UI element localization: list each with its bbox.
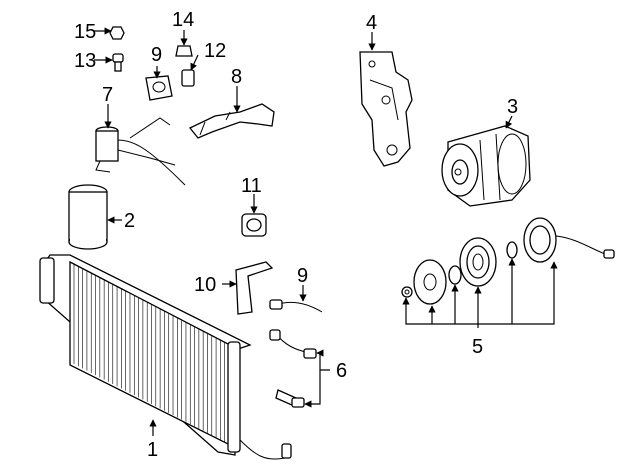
receiver-drier [68, 184, 108, 250]
small-fittings [109, 26, 195, 101]
condenser-fins [73, 264, 225, 442]
callout-3: 3 [507, 96, 518, 118]
callout-15: 15 [74, 21, 96, 43]
callout-13: 13 [74, 50, 96, 72]
callout-11: 11 [241, 175, 262, 197]
condenser [39, 254, 292, 460]
callout-8: 8 [231, 66, 242, 88]
clutch-assembly [401, 217, 615, 305]
callout-10: 10 [194, 274, 216, 296]
grommet [241, 213, 267, 237]
drier-bracket [95, 117, 186, 186]
hose-9 [269, 299, 323, 313]
callout-7: 7 [102, 84, 113, 106]
clip-9 [145, 75, 173, 101]
compressor-bracket [359, 51, 413, 167]
callout-1: 1 [147, 439, 158, 461]
ac-lines [269, 329, 317, 408]
callout-9-lower: 9 [297, 265, 308, 287]
callout-2: 2 [124, 210, 135, 232]
callout-labels: 15 13 14 12 9 8 7 2 4 3 11 10 9 6 5 1 [74, 9, 518, 461]
callout-14: 14 [172, 9, 194, 31]
fitting-12 [181, 69, 195, 87]
callout-4: 4 [366, 12, 377, 34]
bracket-10 [235, 261, 274, 315]
callout-6: 6 [336, 360, 347, 382]
callout-12: 12 [204, 40, 226, 62]
valve-13 [112, 53, 124, 63]
leader-lines [94, 27, 558, 436]
callout-9-upper: 9 [151, 44, 162, 66]
callout-5: 5 [472, 336, 483, 358]
cap-14 [175, 45, 193, 57]
compressor [441, 125, 531, 207]
hose-bracket [188, 103, 275, 139]
nut-15 [109, 26, 125, 40]
